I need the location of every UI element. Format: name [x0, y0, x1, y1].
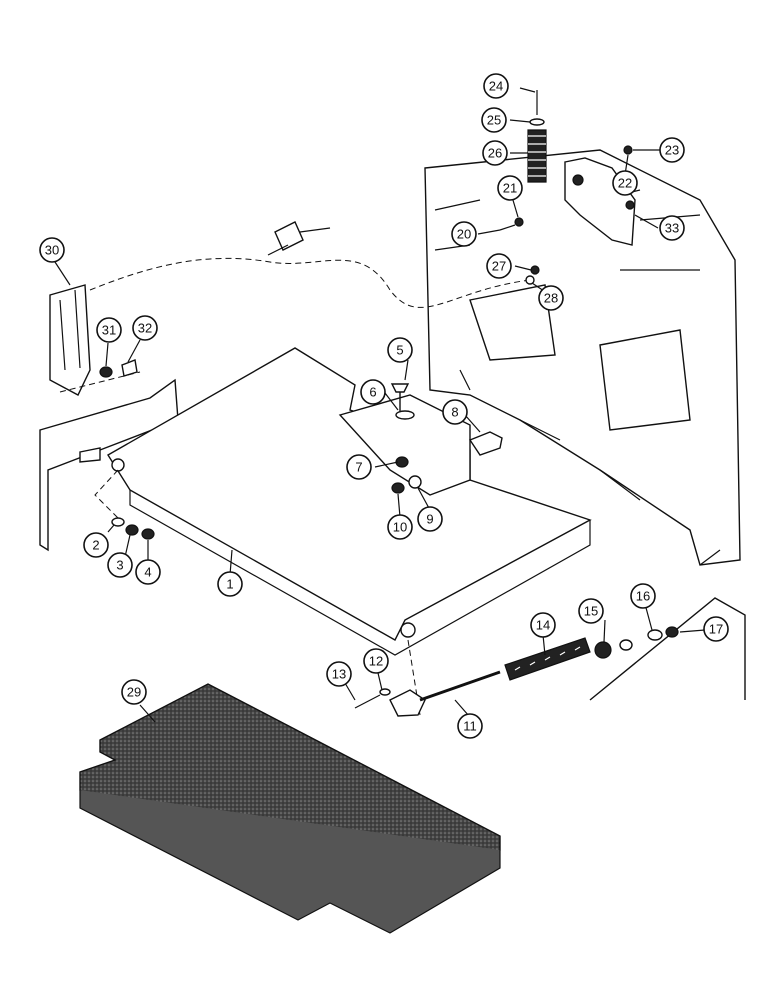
floor-mat	[79, 683, 501, 934]
release-cable	[89, 221, 531, 308]
latch-handle	[49, 284, 91, 396]
svg-text:29: 29	[127, 685, 141, 700]
rod-spring-assembly	[354, 626, 679, 717]
svg-text:28: 28	[544, 291, 558, 306]
svg-text:7: 7	[355, 460, 362, 475]
callout-25: 25	[481, 107, 507, 133]
callout-3: 3	[107, 552, 133, 578]
svg-text:5: 5	[396, 343, 403, 358]
svg-text:1: 1	[226, 577, 233, 592]
callout-27: 27	[486, 253, 512, 279]
callout-1: 1	[217, 571, 243, 597]
callout-32: 32	[132, 315, 158, 341]
svg-text:16: 16	[636, 589, 650, 604]
leader-lines	[54, 87, 706, 723]
callout-12: 12	[363, 648, 389, 674]
callout-16: 16	[630, 583, 656, 609]
svg-text:10: 10	[393, 520, 407, 535]
svg-text:32: 32	[138, 321, 152, 336]
svg-text:23: 23	[665, 143, 679, 158]
svg-text:13: 13	[332, 667, 346, 682]
callout-14: 14	[530, 612, 556, 638]
svg-text:33: 33	[665, 221, 679, 236]
callout-30: 30	[39, 237, 65, 263]
callout-33: 33	[659, 215, 685, 241]
floor-plate	[107, 347, 592, 656]
left-washers	[79, 447, 155, 540]
svg-text:9: 9	[426, 512, 433, 527]
callout-10: 10	[387, 514, 413, 540]
callout-28: 28	[538, 285, 564, 311]
svg-text:27: 27	[492, 259, 506, 274]
callout-31: 31	[96, 317, 122, 343]
callout-9: 9	[417, 506, 443, 532]
svg-text:15: 15	[584, 604, 598, 619]
callout-20: 20	[451, 221, 477, 247]
svg-text:11: 11	[463, 719, 477, 734]
callout-23: 23	[659, 137, 685, 163]
callout-4: 4	[135, 559, 161, 585]
svg-text:2: 2	[92, 538, 99, 553]
callout-13: 13	[326, 661, 352, 687]
frame-panel	[424, 149, 741, 566]
svg-text:24: 24	[489, 79, 503, 94]
callout-24: 24	[483, 73, 509, 99]
callout-29: 29	[121, 679, 147, 705]
screws-31-32	[59, 359, 141, 393]
callout-15: 15	[578, 598, 604, 624]
svg-text:26: 26	[488, 146, 502, 161]
svg-text:31: 31	[102, 323, 116, 338]
svg-text:17: 17	[709, 622, 723, 637]
callout-26: 26	[482, 140, 508, 166]
svg-text:20: 20	[457, 227, 471, 242]
svg-text:25: 25	[487, 113, 501, 128]
spring-assembly-top	[527, 90, 547, 183]
callout-8: 8	[442, 399, 468, 425]
svg-text:21: 21	[503, 181, 517, 196]
callout-22: 22	[612, 170, 638, 196]
small-hardware	[499, 145, 633, 285]
svg-text:12: 12	[369, 654, 383, 669]
svg-text:4: 4	[144, 565, 151, 580]
svg-text:8: 8	[451, 405, 458, 420]
callout-6: 6	[360, 379, 386, 405]
svg-text:22: 22	[618, 176, 632, 191]
callout-11: 11	[457, 713, 483, 739]
svg-text:6: 6	[369, 385, 376, 400]
svg-text:3: 3	[116, 558, 123, 573]
callout-2: 2	[83, 532, 109, 558]
svg-text:30: 30	[45, 243, 59, 258]
callout-5: 5	[387, 337, 413, 363]
callout-7: 7	[346, 454, 372, 480]
svg-text:14: 14	[536, 618, 550, 633]
callout-17: 17	[703, 616, 729, 642]
right-lower-panel	[589, 597, 746, 701]
callout-21: 21	[497, 175, 523, 201]
